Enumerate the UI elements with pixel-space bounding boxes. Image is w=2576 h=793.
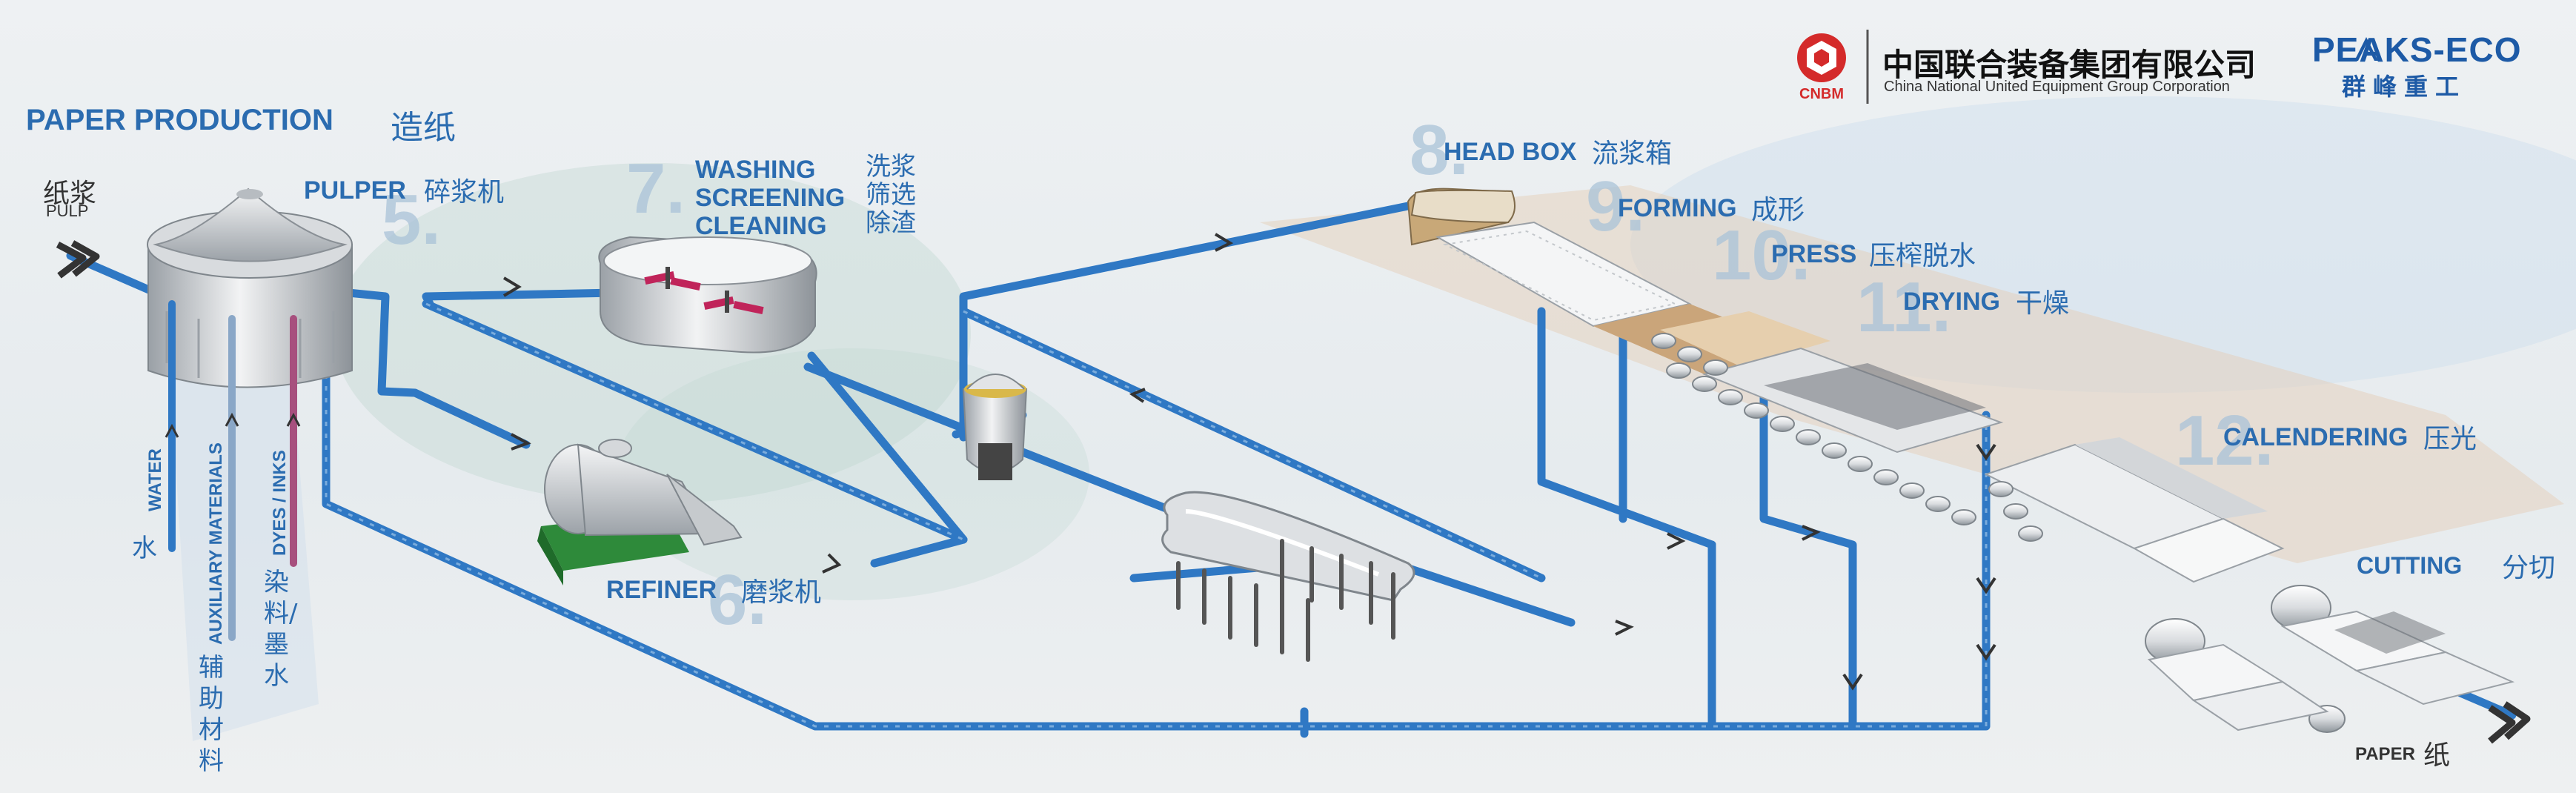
refiner-machine — [537, 439, 743, 585]
stage-5-number: 5. — [382, 180, 442, 259]
cnbm-name-en: China National United Equipment Group Co… — [1884, 79, 2230, 95]
peaks-eco-name-zh: 群峰重工 — [2342, 73, 2467, 101]
cnbm-logo-icon — [1797, 33, 1846, 82]
cutting-label-zh: 分切 — [2502, 553, 2556, 583]
headbox — [1407, 188, 1516, 246]
cutting-section — [2145, 585, 2515, 733]
paper-output-label: PAPER — [2355, 744, 2415, 764]
stage-12-label-zh: 压光 — [2423, 424, 2477, 454]
dyes-label: DYES / INKS — [270, 450, 290, 556]
page-title: PAPER PRODUCTION — [26, 104, 333, 136]
pulp-input-arrow-icon — [56, 240, 100, 279]
page-title-zh: 造纸 — [391, 109, 456, 147]
stage-7-label-zh: 洗浆 筛选 除渣 — [866, 152, 916, 238]
cnbm-name-zh: 中国联合装备集团有限公司 — [1882, 47, 2257, 83]
stage-11-label: DRYING — [1903, 288, 2000, 316]
stage-7-number: 7. — [626, 149, 686, 228]
stage-6-label-zh: 磨浆机 — [741, 577, 822, 608]
stage-8-label: HEAD BOX — [1444, 138, 1577, 166]
stage-12-number: 12. — [2175, 401, 2274, 480]
stage-9-number: 9. — [1586, 167, 1646, 246]
dryer-rolls — [1651, 333, 1976, 525]
paper-output-arrow-icon — [2488, 701, 2531, 744]
peaks-eco-logo-icon — [2354, 37, 2378, 61]
dyes-label-zh: 染料/墨水 — [264, 568, 298, 691]
stage-8-number: 8. — [1410, 110, 1470, 190]
pipe-stripes — [325, 302, 1988, 728]
pulp-label: PULP — [46, 202, 89, 220]
stage-5-label-zh: 碎浆机 — [424, 177, 505, 208]
stage-6-label: REFINER — [606, 576, 717, 604]
water-label: WATER — [145, 448, 165, 511]
pulp-label-zh: 纸浆 — [43, 179, 97, 209]
calender-stack — [1984, 437, 2285, 583]
stage-6-number: 6. — [708, 560, 768, 640]
peaks-eco-name: PEAKS-ECO — [2312, 30, 2522, 69]
stage-9-label: FORMING — [1618, 194, 1737, 222]
stage-8-label-zh: 流浆箱 — [1592, 139, 1673, 169]
water-label-zh: 水 — [132, 534, 157, 563]
pulper-tank — [147, 188, 353, 388]
cutting-label: CUTTING — [2357, 552, 2463, 579]
drying-section — [1702, 347, 2004, 454]
stage-11-number: 11. — [1856, 268, 1952, 347]
auxiliary-label-zh: 辅助材料 — [199, 653, 224, 776]
stage-10-label-zh: 压榨脱水 — [1869, 241, 1976, 271]
screen-manifold — [1161, 491, 1415, 662]
auxiliary-label: AUXILIARY MATERIALS — [206, 442, 226, 645]
input-arrow-icons — [165, 412, 301, 438]
washing-tank — [598, 236, 817, 354]
stage-9-label-zh: 成形 — [1751, 195, 1805, 225]
stage-7-label: WASHING SCREENING CLEANING — [695, 156, 846, 240]
flow-arrows — [502, 233, 1996, 691]
stage-5-label: PULPER — [304, 176, 406, 205]
stage-11-label-zh: 干燥 — [2016, 288, 2070, 319]
cleaner-vessel — [962, 374, 1028, 480]
stage-10-number: 10. — [1712, 216, 1811, 295]
cnbm-abbr: CNBM — [1799, 86, 1844, 102]
stage-12-label: CALENDERING — [2223, 423, 2409, 451]
paper-output-label-zh: 纸 — [2423, 740, 2451, 771]
stage-10-label: PRESS — [1771, 240, 1857, 268]
